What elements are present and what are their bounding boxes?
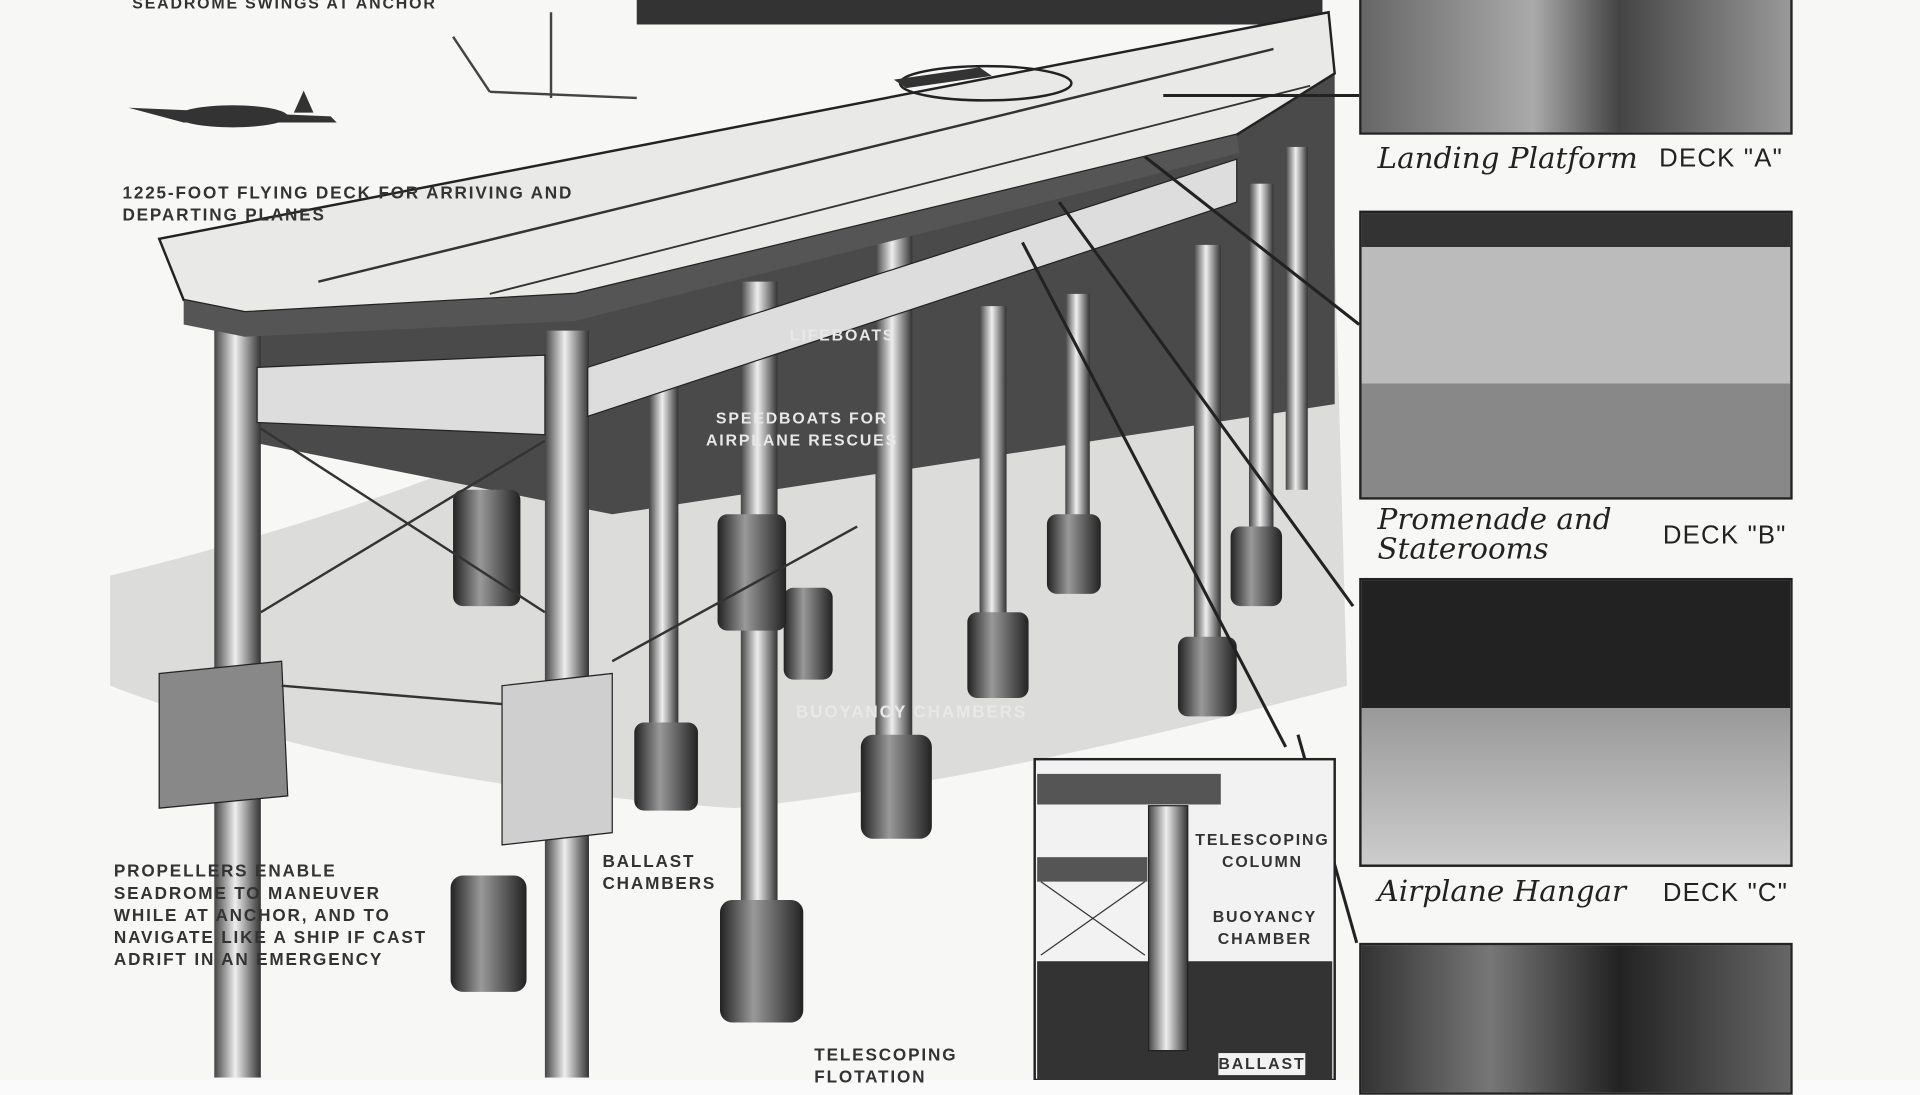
telescoping-inset [1033, 757, 1336, 1081]
label-ballast-inset: Ballast [1218, 1053, 1306, 1076]
photo-hangar [1359, 577, 1793, 867]
label-flying-deck: 1225-foot flying deck for arriving and d… [122, 182, 574, 225]
label-lifeboats: Lifeboats [789, 325, 896, 345]
bracing [260, 427, 858, 706]
buoyancy-housing [158, 660, 289, 809]
label-ballast: Ballast chambers [602, 851, 717, 893]
caption-promenade: Promenade and Staterooms [1377, 502, 1612, 566]
label-telescoping-column: Telescoping column [1193, 828, 1332, 874]
pointer-lines [1021, 93, 1361, 944]
ballast-chambers [450, 489, 1283, 1023]
caption-landing-platform: Landing Platform [1377, 140, 1638, 176]
deck-a-label: DECK "A" [1659, 144, 1783, 173]
airplane-icon [128, 67, 992, 128]
deck-b-label: DECK "B" [1662, 521, 1787, 550]
label-buoyancy: Buoyancy chambers [795, 701, 1028, 722]
photo-promenade [1359, 210, 1793, 500]
photo-landing-platform [1359, 0, 1793, 135]
anchored-ship [452, 12, 637, 100]
deck-c-label: DECK "C" [1662, 879, 1789, 908]
photo-engine-room [1359, 942, 1793, 1095]
label-buoyancy-chamber: Buoyancy chamber [1197, 906, 1333, 951]
label-propellers: Propellers enable seadrome to maneuver w… [113, 860, 427, 969]
label-speedboats: Speedboats for airplane rescues [705, 408, 899, 450]
flying-deck [157, 10, 1336, 314]
label-telescoping-flotation: Telescoping flotation [814, 1044, 958, 1087]
caption-hangar: Airplane Hangar [1377, 874, 1627, 909]
ship-hull [636, 0, 1323, 25]
label-anchor: Seadrome swings at anchor [132, 0, 437, 13]
